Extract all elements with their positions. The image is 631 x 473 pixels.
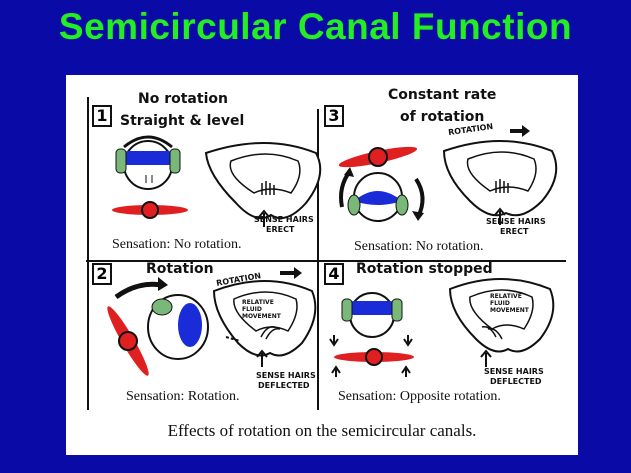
figure-caption: Effects of rotation on the semicircular …	[167, 421, 477, 440]
panel-4-fluid-label-line2: FLUID	[490, 300, 510, 307]
arrow-up-icon	[256, 349, 268, 367]
rotation-arrow-icon	[114, 281, 163, 300]
figure-artwork	[86, 97, 566, 410]
panel-3-hairs-label-line2: ERECT	[500, 227, 529, 236]
panel-2-hairs-label-line2: DEFLECTED	[258, 381, 310, 390]
panel-3-heading-line1: Constant rate	[388, 87, 497, 103]
panel-2-heading: Rotation	[146, 261, 214, 277]
visor-icon	[348, 301, 396, 315]
panel-1-sensation: Sensation: No rotation.	[112, 237, 242, 252]
panel-2-sensation: Sensation: Rotation.	[126, 389, 240, 404]
canal-icon	[212, 280, 317, 357]
canal-icon	[442, 140, 558, 217]
panel-1-heading-line2: Straight & level	[120, 113, 245, 129]
canal-icon	[448, 278, 555, 353]
panel-2-fluid-label-line2: FLUID	[242, 306, 262, 313]
panel-2-fluid-label-line1: RELATIVE	[242, 299, 274, 306]
panel-2-artwork	[107, 267, 317, 376]
panel-4-artwork	[329, 278, 555, 377]
panel-3-heading-line2: of rotation	[400, 109, 485, 125]
arrow-up-icon	[480, 349, 492, 367]
panel-2-fluid-label-line3: MOVEMENT	[242, 313, 281, 320]
panel-3-artwork	[338, 125, 558, 225]
panel-4-hairs-label-line1: SENSE HAIRS	[484, 367, 544, 376]
panel-1-number: 1	[92, 105, 112, 127]
panel-3-sensation: Sensation: No rotation.	[354, 239, 484, 254]
panel-4-heading: Rotation stopped	[356, 261, 493, 277]
panel-4-hairs-label-line2: DEFLECTED	[490, 377, 542, 386]
arrow-right-icon	[510, 125, 530, 137]
rotation-arrow-icon	[414, 177, 425, 218]
visor-icon	[354, 191, 402, 205]
panel-3-number: 3	[324, 105, 344, 127]
panel-1-hairs-label-line1: SENSE HAIRS	[254, 215, 314, 224]
panel-4-number: 4	[324, 263, 344, 285]
panel-2-hairs-label-line1: SENSE HAIRS	[256, 371, 316, 380]
panel-1-artwork	[112, 135, 322, 227]
visor-icon	[178, 303, 202, 347]
panel-4-fluid-label-line1: RELATIVE	[490, 293, 522, 300]
slide-title: Semicircular Canal Function	[58, 6, 573, 47]
panel-4-fluid-label-line3: MOVEMENT	[490, 307, 529, 314]
figure-panel: 1 No rotation Straight & level SENSE HAI…	[66, 75, 578, 455]
visor-icon	[122, 151, 174, 165]
arrow-up-icon	[258, 209, 270, 227]
panel-4-sensation: Sensation: Opposite rotation.	[338, 389, 501, 404]
arrow-right-icon	[280, 267, 302, 279]
panel-1-heading-line1: No rotation	[138, 91, 228, 107]
arrow-up-icon	[494, 207, 506, 225]
panel-2-number: 2	[92, 263, 112, 285]
panel-3-hairs-label-line1: SENSE HAIRS	[486, 217, 546, 226]
canal-icon	[204, 142, 322, 219]
panel-1-hairs-label-line2: ERECT	[266, 225, 295, 234]
